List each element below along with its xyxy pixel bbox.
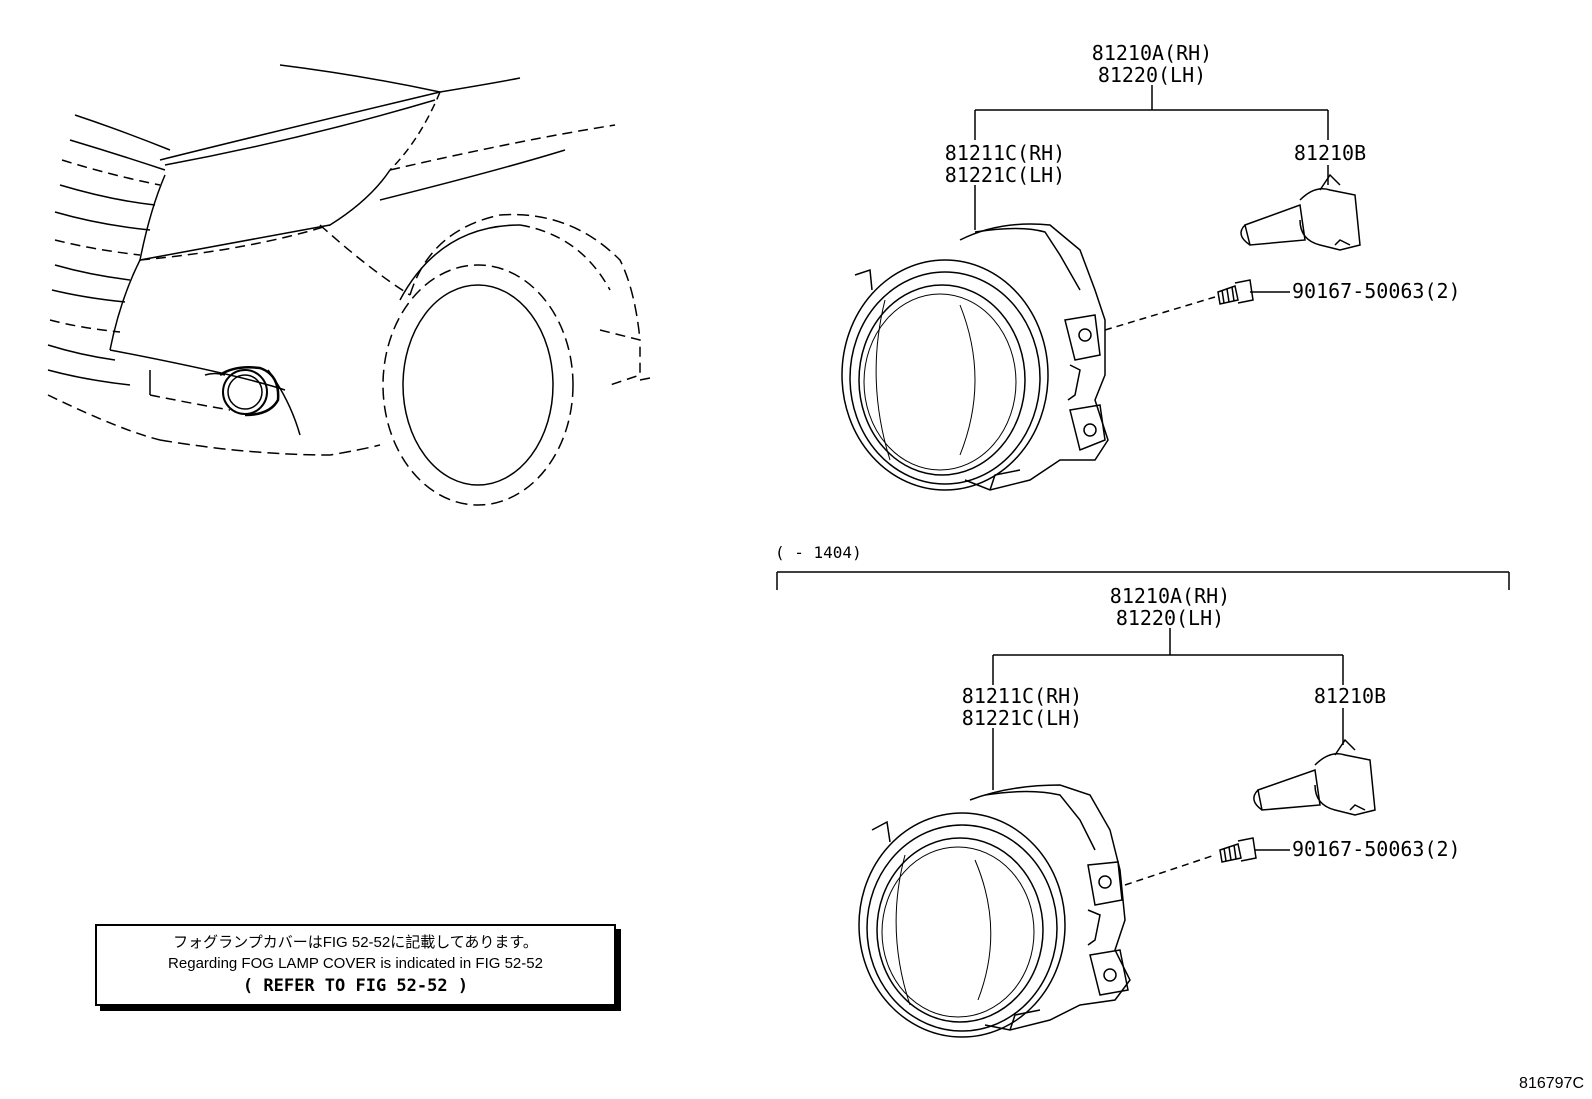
- note-japanese-text: フォグランプカバーはFIG 52-52に記載してあります。: [173, 934, 538, 951]
- bottom-assembly-lh-label: 81220(LH): [1116, 606, 1224, 630]
- top-assembly-leader-lines: [974, 85, 1329, 331]
- fog-lamp-cover-note: フォグランプカバーはFIG 52-52に記載してあります。 Regarding …: [95, 924, 616, 1006]
- top-screw-label: 90167-50063(2): [1292, 279, 1461, 303]
- vehicle-front-sketch: [47, 64, 651, 506]
- bottom-assembly-rh-label: 81210A(RH): [1110, 584, 1230, 608]
- bottom-screw-label: 90167-50063(2): [1292, 837, 1461, 861]
- top-bulb-label: 81210B: [1294, 141, 1366, 165]
- bottom-screw-drawing: [1219, 837, 1257, 863]
- top-housing-lh-label: 81221C(LH): [945, 163, 1065, 187]
- top-assembly-lh-label: 81220(LH): [1098, 63, 1206, 87]
- bottom-bulb-drawing: [1253, 738, 1376, 816]
- bottom-assembly-leader-lines: [992, 628, 1344, 886]
- note-english-text: Regarding FOG LAMP COVER is indicated in…: [168, 955, 543, 972]
- diagram-id: 816797C: [1519, 1075, 1584, 1092]
- top-bulb-drawing: [1240, 173, 1361, 251]
- range-note: ( - 1404): [775, 543, 862, 562]
- top-assembly-rh-label: 81210A(RH): [1092, 41, 1212, 65]
- bottom-housing-lh-label: 81221C(LH): [962, 706, 1082, 730]
- top-fog-lamp-drawing: [841, 223, 1109, 491]
- bottom-fog-lamp-drawing: [858, 784, 1131, 1038]
- top-screw-drawing: [1217, 279, 1254, 305]
- top-housing-rh-label: 81211C(RH): [945, 141, 1065, 165]
- range-bracket: [776, 571, 1510, 590]
- bottom-bulb-label: 81210B: [1314, 684, 1386, 708]
- bottom-housing-rh-label: 81211C(RH): [962, 684, 1082, 708]
- note-reference-text: ( REFER TO FIG 52-52 ): [242, 976, 469, 996]
